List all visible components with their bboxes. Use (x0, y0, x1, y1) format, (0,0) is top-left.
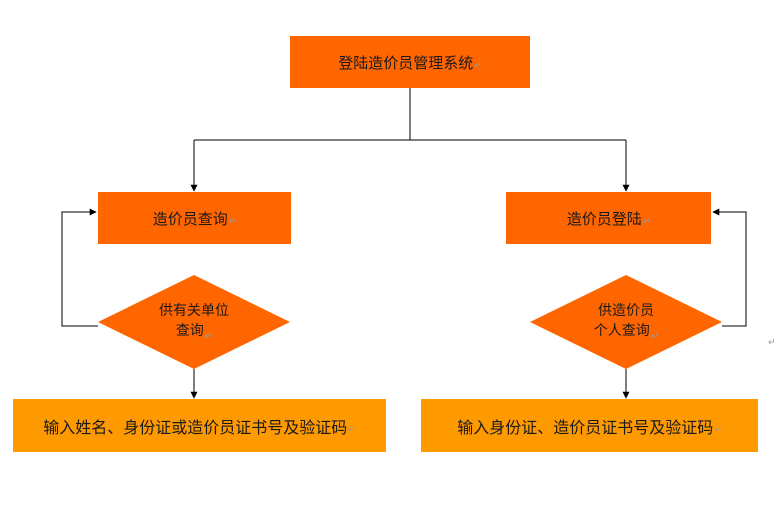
login-node-label: 造价员登陆 (566, 209, 642, 228)
personal-decision-line1: 供造价员 (598, 303, 654, 319)
unit-decision-line2-wrap: 查询↵ (176, 321, 213, 343)
paragraph-mark: ↵ (714, 424, 722, 435)
paragraph-mark: ↵ (650, 332, 659, 342)
unit-query-decision-label: 供有关单位 查询↵ (128, 300, 260, 344)
input-right-label: 输入身份证、造价员证书号及验证码 (457, 417, 714, 437)
paragraph-mark: ↵ (204, 332, 213, 342)
loop-arrow-right (712, 208, 747, 327)
paragraph-mark: ↵ (642, 217, 651, 227)
personal-decision-line2: 个人查询 (593, 323, 650, 339)
login-node: 造价员登陆↵ (506, 192, 711, 244)
personal-query-decision-diamond (530, 275, 722, 369)
input-left-label: 输入姓名、身份证或造价员证书号及验证码 (43, 417, 348, 437)
unit-decision-line1: 供有关单位 (159, 303, 229, 319)
paragraph-mark: ↵ (228, 217, 237, 227)
unit-query-decision-diamond (98, 275, 290, 369)
root-node-label: 登陆造价员管理系统 (338, 53, 474, 72)
query-node-label: 造价员查询 (152, 209, 228, 228)
paragraph-mark: ↵ (474, 61, 482, 71)
input-left-node: 输入姓名、身份证或造价员证书号及验证码↵ (13, 399, 386, 452)
unit-decision-line2: 查询 (175, 323, 204, 339)
personal-decision-line2-wrap: 个人查询↵ (594, 321, 659, 343)
personal-query-decision-label: 供造价员 个人查询↵ (560, 300, 692, 344)
paragraph-mark: ↵ (768, 338, 776, 348)
root-node-login-system: 登陆造价员管理系统↵ (290, 36, 530, 88)
input-right-node: 输入身份证、造价员证书号及验证码↵ (421, 399, 758, 452)
query-node: 造价员查询↵ (98, 192, 291, 244)
paragraph-mark: ↵ (348, 424, 356, 435)
loop-arrow-left (61, 208, 98, 327)
